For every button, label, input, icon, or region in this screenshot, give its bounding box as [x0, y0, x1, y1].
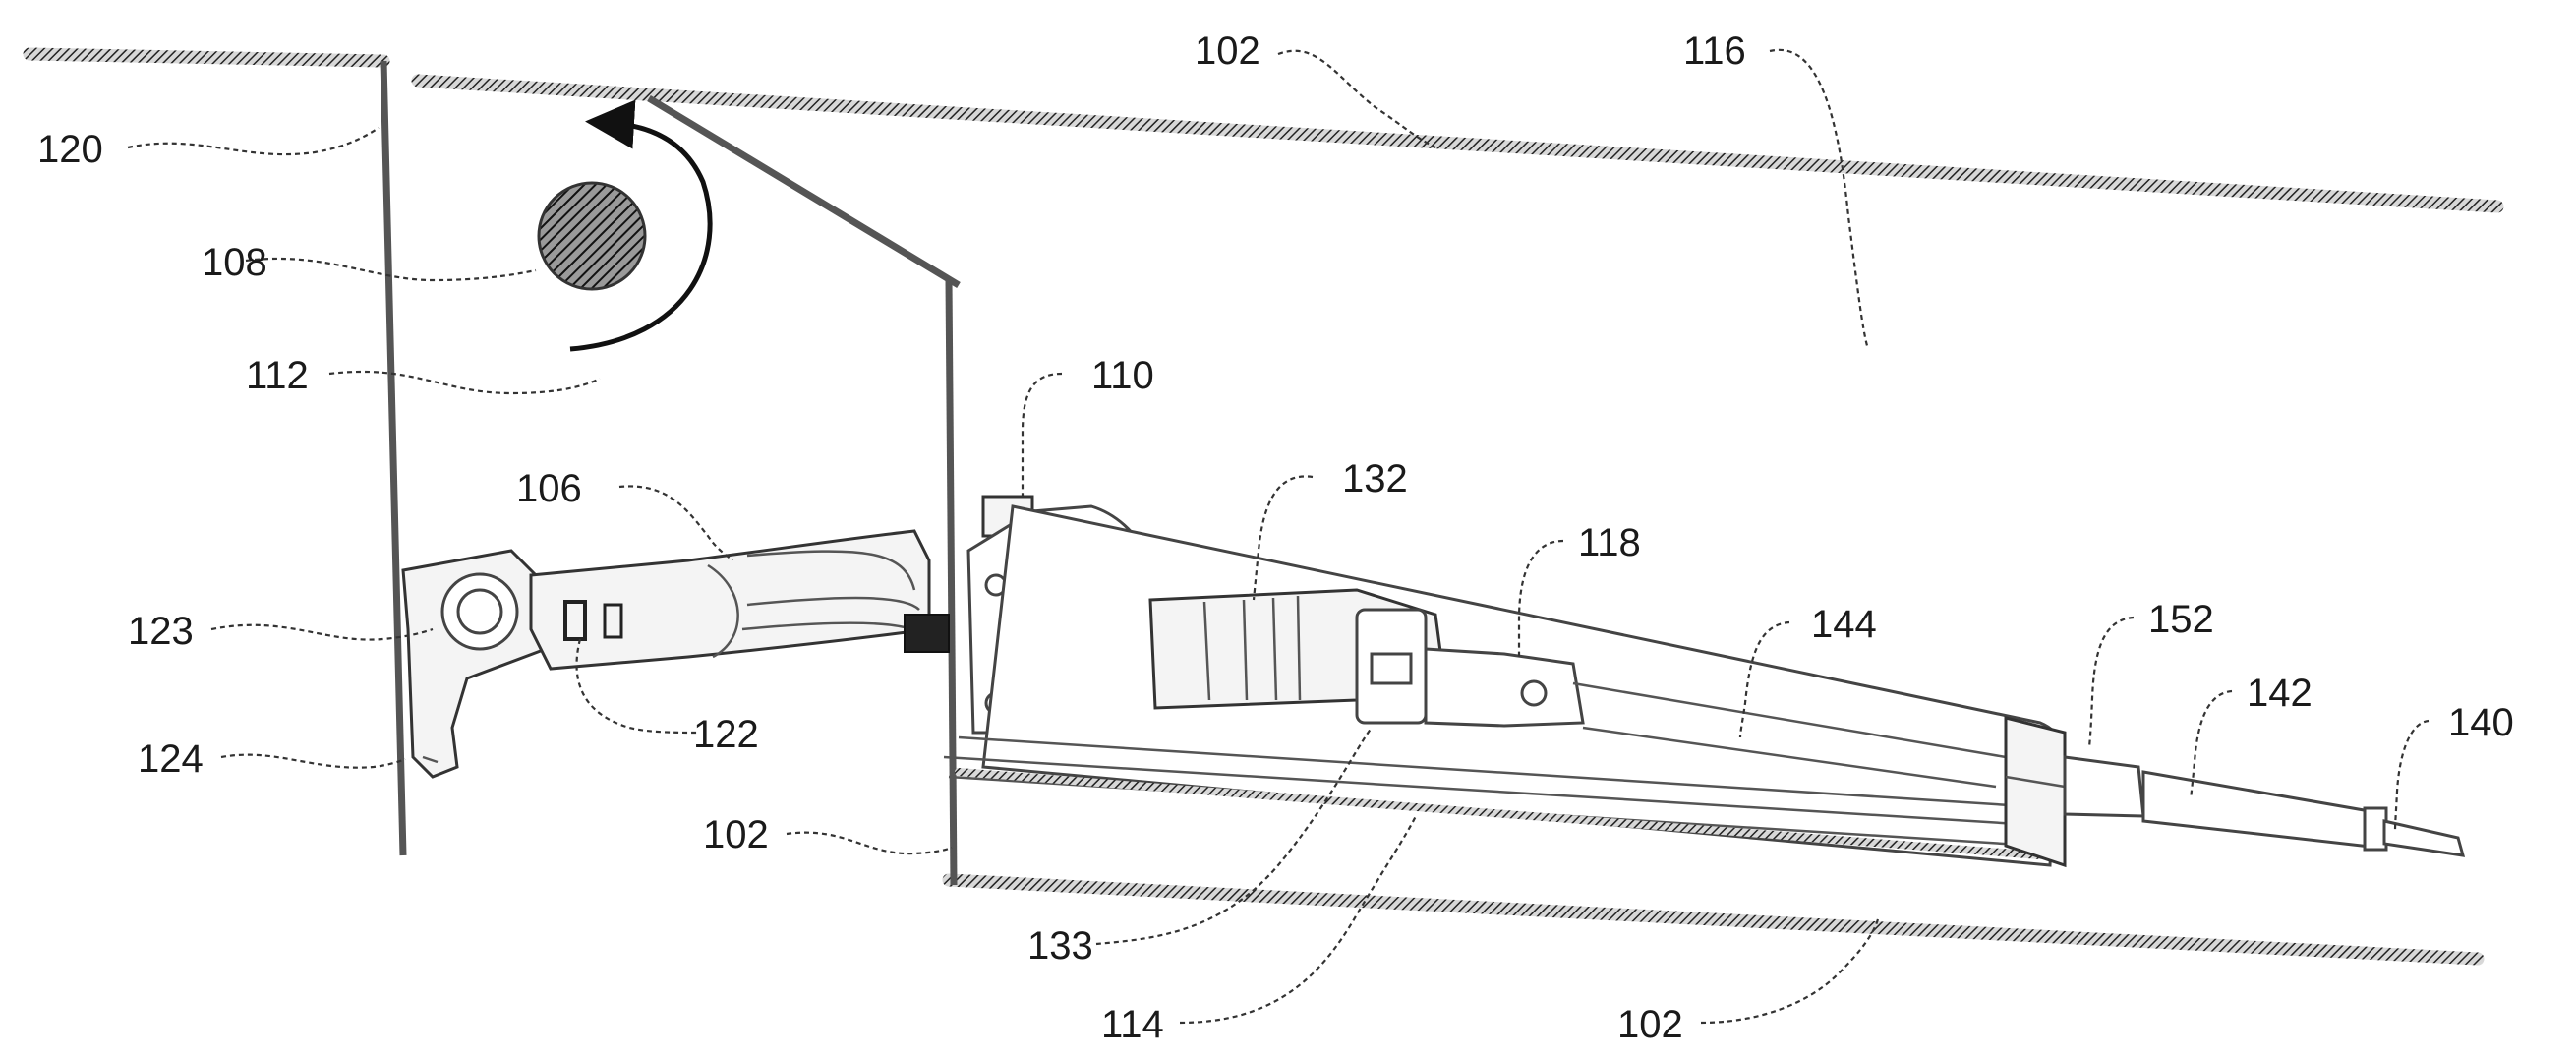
label-114: 114	[1101, 1003, 1164, 1046]
panel-120	[383, 61, 959, 885]
label-133: 133	[1027, 924, 1093, 968]
label-118: 118	[1578, 521, 1641, 564]
label-122: 122	[693, 713, 759, 756]
end-cap	[2006, 718, 2065, 865]
label-142: 142	[2247, 672, 2313, 715]
label-102-mid: 102	[703, 813, 769, 856]
sleeve-142	[2143, 772, 2386, 850]
bracket-123-124	[403, 551, 546, 777]
label-108: 108	[202, 241, 267, 284]
label-152: 152	[2148, 598, 2214, 641]
label-116: 116	[1683, 29, 1746, 73]
label-132: 132	[1342, 457, 1408, 500]
fitting-152	[2065, 757, 2143, 816]
label-102-top: 102	[1195, 29, 1260, 73]
label-140: 140	[2448, 701, 2514, 744]
lower-wall-102	[949, 880, 2478, 959]
label-106: 106	[516, 467, 582, 510]
label-120: 120	[37, 128, 103, 171]
nut-133	[1357, 610, 1426, 723]
label-144: 144	[1811, 603, 1877, 646]
label-112: 112	[246, 354, 309, 397]
lever-106	[531, 531, 949, 669]
upper-wall-102	[29, 54, 2497, 206]
rod-end-118	[1426, 649, 1583, 726]
label-123: 123	[128, 610, 194, 653]
shaft-108	[539, 183, 645, 289]
label-110: 110	[1091, 354, 1154, 397]
label-124: 124	[138, 737, 204, 781]
leader-lines	[128, 50, 2429, 1023]
label-102-bot: 102	[1617, 1003, 1683, 1046]
